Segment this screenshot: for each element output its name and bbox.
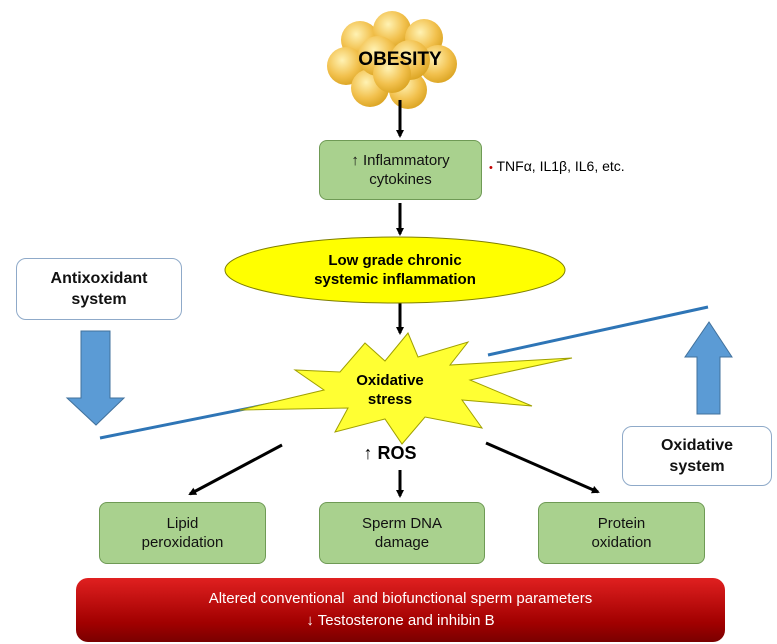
- ros-label: ↑ ROS: [363, 442, 417, 463]
- arrow-to-protein-oxidation: [485, 441, 600, 494]
- banner-line-1: Altered conventional and biofunctional s…: [208, 590, 593, 607]
- cytokine-note: • TNFα, IL1β, IL6, etc.: [489, 158, 625, 174]
- protein-oxidation-box: Protein oxidation: [538, 502, 705, 564]
- bullet-icon: •: [489, 162, 493, 174]
- oxidative-up-arrow: [684, 321, 733, 415]
- oxidative-stress-text: Oxidative stress: [356, 372, 424, 408]
- inflammatory-cytokines-box: ↑ Inflammatory cytokines: [319, 140, 482, 200]
- balance-line-right: [487, 305, 709, 357]
- sperm-parameters-banner: Altered conventional and biofunctional s…: [76, 578, 725, 642]
- banner-line-2: ↓ Testosterone and inhibin B: [306, 612, 495, 629]
- inflammatory-line-2: cytokines: [369, 171, 432, 188]
- lipid-peroxidation-box: Lipid peroxidation: [99, 502, 266, 564]
- antioxidant-down-arrow: [65, 330, 126, 426]
- sperm-dna-damage-box: Sperm DNA damage: [319, 502, 485, 564]
- cytokine-list: TNFα, IL1β, IL6, etc.: [496, 158, 625, 174]
- inflammation-ellipse: [224, 236, 566, 304]
- obesity-label: OBESITY: [358, 49, 442, 70]
- fat-cell-cluster-icon: [327, 11, 457, 109]
- arrow-to-lipid-peroxidation: [188, 443, 283, 496]
- oxidative-system-box: Oxidative system: [622, 426, 772, 486]
- inflammation-text: Low grade chronic systemic inflammation: [314, 252, 476, 288]
- oxidative-stress-starburst: [239, 332, 573, 445]
- antioxidant-system-box: Antixoxidant system: [16, 258, 182, 320]
- inflammatory-line-1: ↑ Inflammatory: [351, 152, 450, 169]
